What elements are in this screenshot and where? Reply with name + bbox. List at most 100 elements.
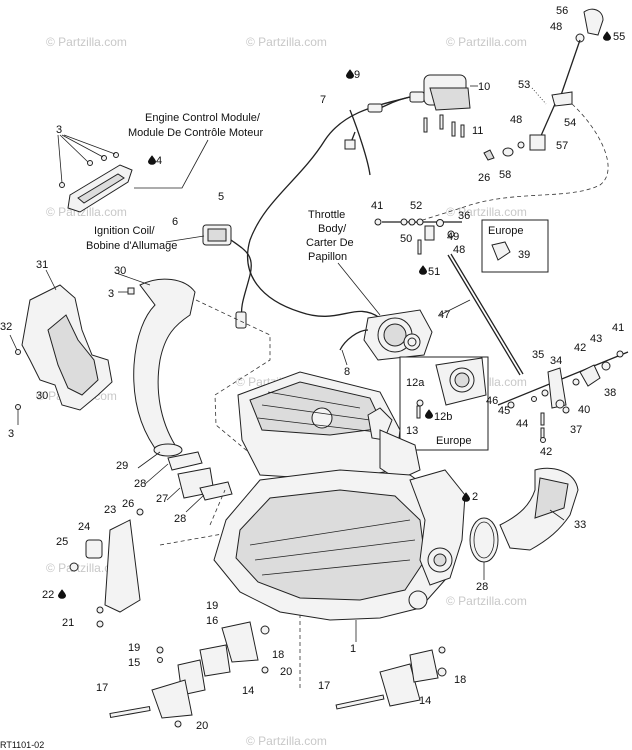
throttle-lever-housing [367, 74, 478, 113]
drop-icon [603, 31, 611, 41]
part-label: 27 [156, 493, 168, 505]
drop-icon [346, 69, 354, 79]
intake-duct [127, 278, 196, 457]
part-label: 44 [516, 418, 528, 430]
part-label: 23 [104, 504, 116, 516]
part-label: 20 [280, 666, 292, 678]
part-label: 18 [454, 674, 466, 686]
watermark: © Partzilla.com [46, 561, 127, 575]
right-linkage [497, 350, 629, 443]
part-label: 2 [472, 491, 478, 503]
coil-caption-line1: Ignition Coil/ [94, 225, 155, 237]
part-label: 39 [518, 249, 530, 261]
part-label: 3 [8, 428, 14, 440]
part-label: 55 [613, 31, 625, 43]
tb-caption-line2: Body/ [318, 223, 347, 235]
part-label: 18 [272, 649, 284, 661]
part-label: 5 [218, 191, 224, 203]
part-label: 57 [556, 140, 568, 152]
part-label: 3 [108, 288, 114, 300]
part-label: 36 [458, 210, 470, 222]
part-label: 45 [498, 405, 510, 417]
engine-mount-right [335, 646, 447, 710]
part-label: 49 [447, 231, 459, 243]
part-label: 7 [320, 94, 326, 106]
part-label: 19 [128, 642, 140, 654]
part-label: 10 [478, 81, 490, 93]
coil-caption-line2: Bobine d'Allumage [86, 240, 177, 252]
engine-mount-center [109, 621, 270, 728]
drop-icon [58, 589, 66, 599]
part-label: 12a [406, 377, 425, 389]
drop-icon [419, 265, 427, 275]
ecm-caption-line1: Engine Control Module/ [145, 112, 261, 124]
part-label: 3 [56, 124, 62, 136]
ignition-coil [202, 224, 252, 329]
part-label: 26 [478, 172, 490, 184]
watermark: © Partzilla.com [46, 205, 127, 219]
part-label: 50 [400, 233, 412, 245]
clamps-and-sleeve [167, 451, 233, 501]
part-label: 48 [453, 244, 465, 256]
shift-linkage [409, 8, 609, 226]
part-label: 48 [510, 114, 522, 126]
part-label: 29 [116, 460, 128, 472]
engine-assembly [213, 371, 466, 621]
part-label: 41 [371, 200, 383, 212]
part-label: 6 [172, 216, 178, 228]
part-label: 28 [476, 581, 488, 593]
part-label: 38 [604, 387, 616, 399]
part-label: 8 [344, 366, 350, 378]
part-label: 1 [350, 643, 356, 655]
drawing-code: RT1101-02 [0, 740, 44, 750]
throttle-linkage-cluster [374, 218, 462, 255]
tb-caption-line4: Papillon [308, 251, 347, 263]
part-label: 17 [96, 682, 108, 694]
part-label: 43 [590, 333, 602, 345]
throttle-cable [246, 94, 419, 319]
caption-ecm: Engine Control Module/ Module De Contrôl… [128, 112, 263, 139]
leader-lines [9, 269, 565, 642]
part-label: 31 [36, 259, 48, 271]
part-label: 32 [0, 321, 12, 333]
part-label: 41 [612, 322, 624, 334]
part-label: 19 [206, 600, 218, 612]
part-label: 35 [532, 349, 544, 361]
part-label: 24 [78, 521, 90, 533]
watermark: © Partzilla.com [46, 35, 127, 49]
part-label: 53 [518, 79, 530, 91]
part-label: 16 [206, 615, 218, 627]
hose-clamp-28 [469, 517, 499, 563]
part-label: 21 [62, 617, 74, 629]
europe-label-bottom: Europe [436, 435, 471, 447]
caption-coil: Ignition Coil/ Bobine d'Allumage [86, 225, 205, 252]
part-label: 48 [550, 21, 562, 33]
engine-control-module [57, 134, 133, 213]
heat-shield [15, 284, 113, 411]
part-label: 54 [564, 117, 576, 129]
engine-mount-left [69, 508, 144, 628]
cable-branch [349, 109, 371, 176]
part-label: 34 [550, 355, 562, 367]
part-label: 13 [406, 425, 418, 437]
europe-label-top: Europe [488, 225, 523, 237]
tb-caption-line3: Carter De [306, 237, 354, 249]
watermark: © Partzilla.com [446, 205, 527, 219]
part-label: 15 [128, 657, 140, 669]
part-label: 37 [570, 424, 582, 436]
part-label: 58 [499, 169, 511, 181]
part-label: 30 [36, 390, 48, 402]
europe-variant-box-top: Europe [481, 219, 549, 273]
part-label: 4 [156, 155, 162, 167]
ecm-leader [134, 139, 209, 189]
part-label: 22 [42, 589, 54, 601]
part-label: 46 [486, 395, 498, 407]
caption-throttle-body: Throttle Body/ Carter De Papillon [306, 209, 381, 316]
part-label: 9 [354, 69, 360, 81]
part-label: 20 [196, 720, 208, 732]
drop-icon [148, 155, 156, 165]
part-label: 11 [472, 125, 483, 137]
watermark: © Partzilla.com [246, 734, 327, 748]
watermark: © Partzilla.com [246, 35, 327, 49]
part-label: 42 [574, 342, 586, 354]
